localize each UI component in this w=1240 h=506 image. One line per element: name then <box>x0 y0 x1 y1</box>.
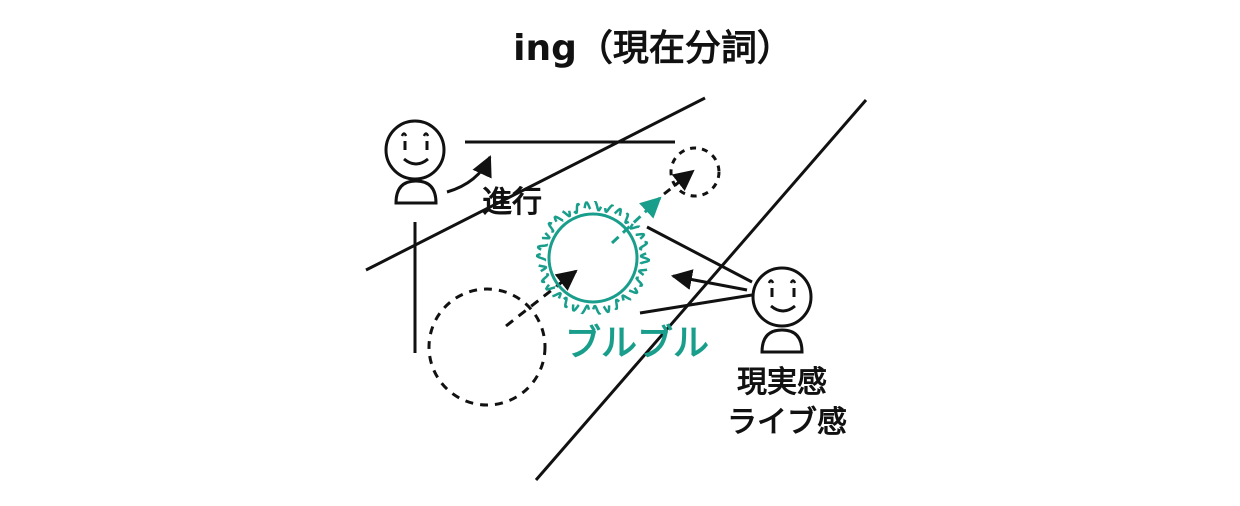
right-person-icon <box>751 266 813 354</box>
diagram-title: ing（現在分詞） <box>513 28 793 69</box>
reality-label-line1: 現実感 <box>737 365 827 400</box>
past-dashed-circle <box>427 287 547 407</box>
observer-line-lower <box>639 293 753 315</box>
reality-label-line2: ライブ感 <box>727 405 847 440</box>
future-dashed-circle <box>669 146 721 198</box>
plane-line-lower <box>534 99 868 481</box>
progress-curved-arrow <box>446 155 492 194</box>
vibration-label: ブルブル <box>565 322 709 364</box>
observer-lines <box>639 225 753 315</box>
observer-arrow <box>670 269 748 292</box>
plane-lines <box>365 96 868 481</box>
vibrating-present-circle <box>535 200 651 316</box>
present-to-future-arrow <box>610 196 662 245</box>
progress-label: 進行 <box>482 185 542 220</box>
observer-line-upper <box>646 225 753 284</box>
plane-line-upper <box>365 96 706 272</box>
left-person-icon <box>384 119 446 205</box>
to-future-arrow <box>663 169 695 196</box>
